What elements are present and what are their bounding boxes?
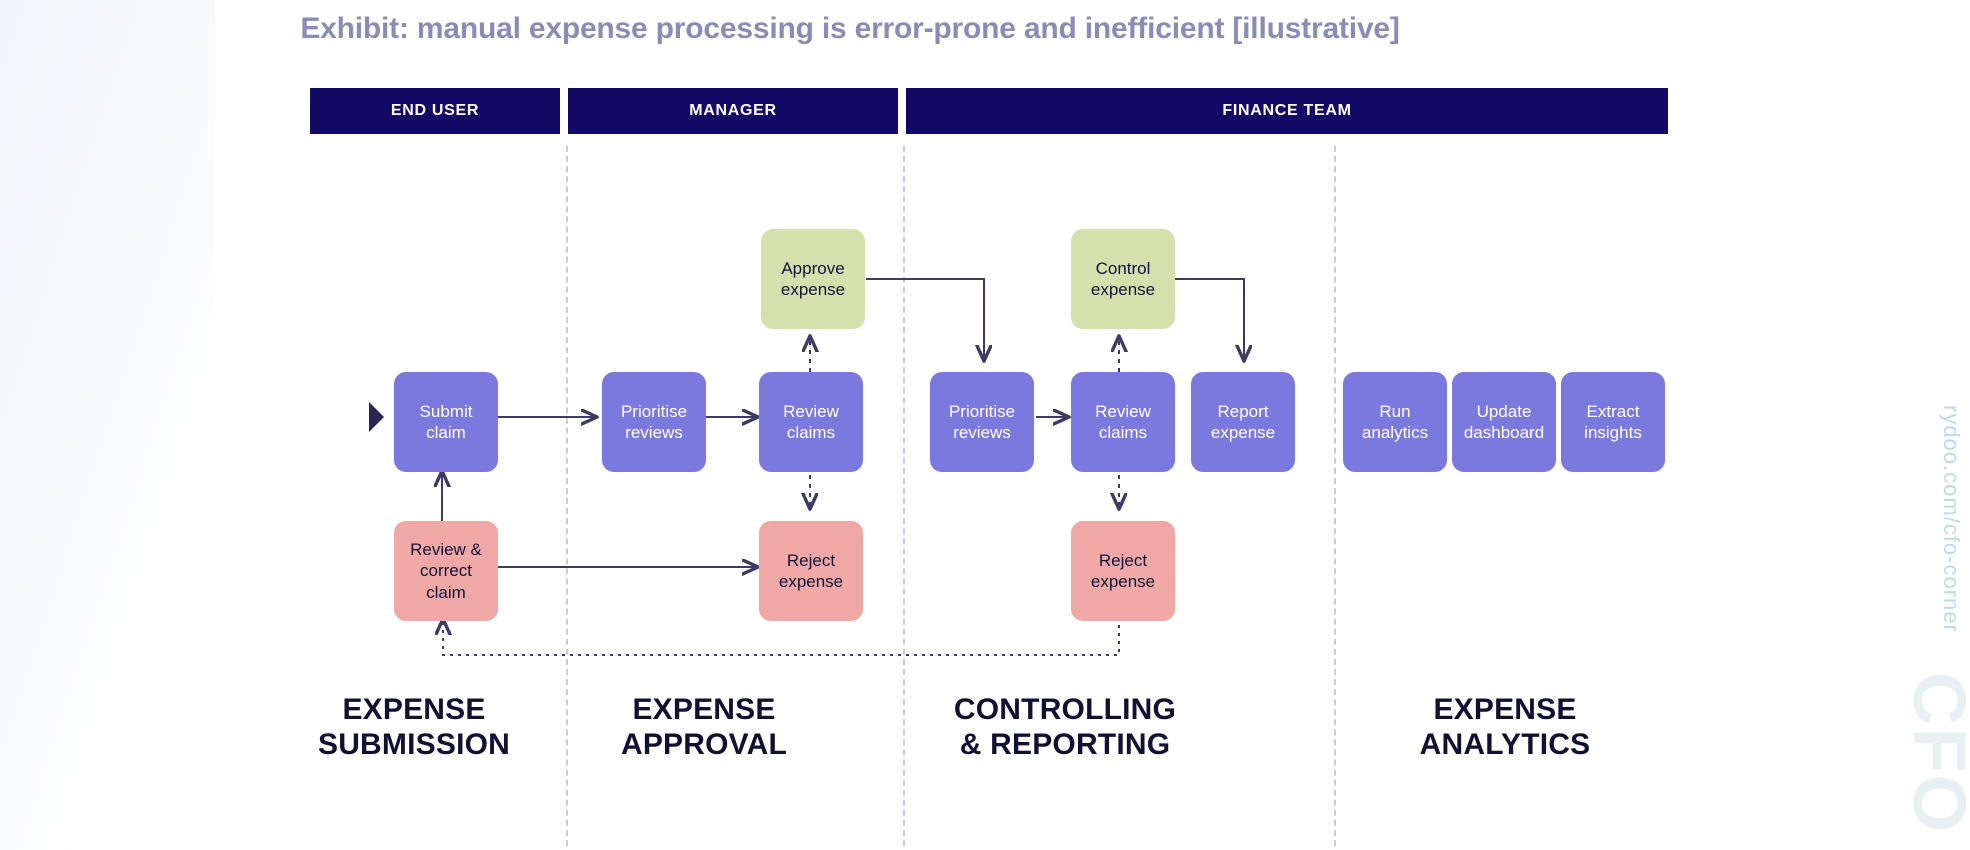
node-approve-expense[interactable]: Approve expense [761, 229, 865, 329]
node-reject-expense-1[interactable]: Reject expense [759, 521, 863, 621]
node-run-analytics[interactable]: Run analytics [1343, 372, 1447, 472]
lane-separator-1 [566, 146, 568, 846]
node-report-expense[interactable]: Report expense [1191, 372, 1295, 472]
background-gradient [0, 0, 215, 850]
node-reject-expense-2[interactable]: Reject expense [1071, 521, 1175, 621]
phase-label-expense-analytics: EXPENSE ANALYTICS [1419, 693, 1591, 762]
node-update-dashboard[interactable]: Update dashboard [1452, 372, 1556, 472]
lane-header-end-user: END USER [310, 88, 560, 134]
lane-separator-3 [1334, 146, 1336, 846]
node-prioritise-reviews-1[interactable]: Prioritise reviews [602, 372, 706, 472]
node-control-expense[interactable]: Control expense [1071, 229, 1175, 329]
node-review-correct-claim[interactable]: Review & correct claim [394, 521, 498, 621]
lane-separator-2 [903, 146, 905, 846]
node-review-claims-2[interactable]: Review claims [1071, 372, 1175, 472]
node-review-claims-1[interactable]: Review claims [759, 372, 863, 472]
phase-label-expense-approval: EXPENSE APPROVAL [620, 693, 788, 762]
lane-header-finance-team: FINANCE TEAM [906, 88, 1668, 134]
phase-label-controlling-reporting: CONTROLLING & REPORTING [953, 693, 1177, 762]
node-prioritise-reviews-2[interactable]: Prioritise reviews [930, 372, 1034, 472]
lane-header-manager: MANAGER [568, 88, 898, 134]
page-title: Exhibit: manual expense processing is er… [300, 12, 1400, 45]
node-submit-claim[interactable]: Submit claim [394, 372, 498, 472]
node-extract-insights[interactable]: Extract insights [1561, 372, 1665, 472]
phase-label-expense-submission: EXPENSE SUBMISSION [317, 693, 511, 762]
watermark-brand: CFO [1898, 672, 1970, 835]
watermark-url: rydoo.com/cfo-corner [1939, 405, 1964, 633]
